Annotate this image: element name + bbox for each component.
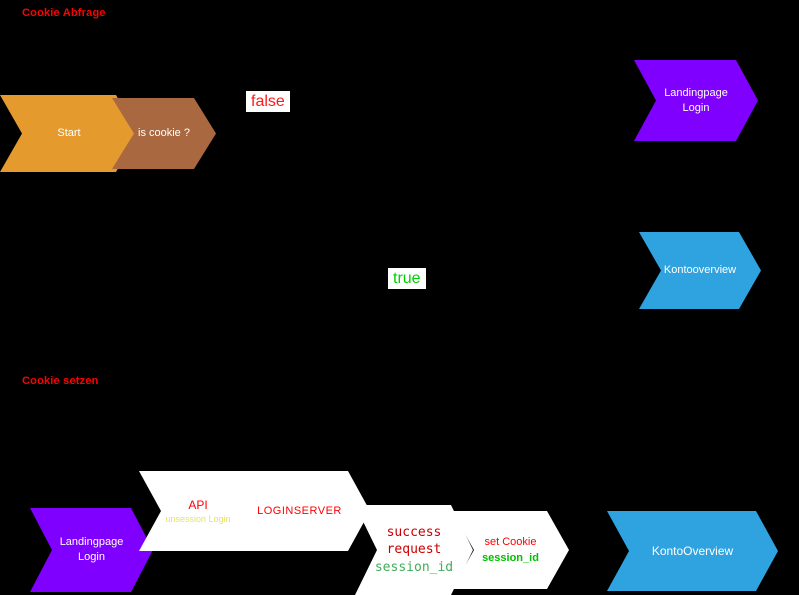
- node-kontooverview-top[interactable]: Kontooverview: [639, 232, 761, 309]
- node-kontooverview-bottom-label: KontoOverview: [651, 543, 734, 558]
- node-success-session-id: session_id: [374, 559, 454, 575]
- node-success-line1: success: [386, 524, 442, 540]
- node-landingpage-login-top[interactable]: Landingpage Login: [634, 60, 758, 141]
- node-api-sublabel: unsession Login: [165, 513, 231, 524]
- node-kontooverview-top-label: Kontooverview: [663, 264, 737, 277]
- node-loginserver[interactable]: LOGINSERVER: [229, 471, 370, 551]
- node-landingpage-login-top-label: Landingpage Login: [664, 86, 728, 114]
- edge-label-false[interactable]: false: [246, 91, 290, 113]
- node-landingpage-login-bottom[interactable]: Landingpage Login: [30, 508, 153, 592]
- node-landingpage-login-bottom-label: Landingpage Login: [59, 536, 124, 563]
- node-kontooverview-bottom[interactable]: KontoOverview: [607, 511, 778, 591]
- node-api-label: API: [188, 497, 208, 512]
- node-set-cookie-label: set Cookie: [484, 536, 537, 549]
- node-loginserver-label: LOGINSERVER: [257, 504, 342, 517]
- node-set-cookie-session-id: session_id: [482, 551, 539, 564]
- section-title-cookie-setzen: Cookie setzen: [22, 375, 99, 387]
- edge-label-true[interactable]: true: [388, 268, 426, 290]
- node-success-line2: request: [386, 542, 442, 558]
- section-title-cookie-abfrage: Cookie Abfrage: [22, 7, 106, 19]
- node-start[interactable]: Start: [0, 95, 138, 172]
- node-success-request[interactable]: success request session_id: [355, 505, 473, 595]
- node-is-cookie-label: is cookie ?: [138, 127, 190, 140]
- node-start-label: Start: [57, 127, 81, 140]
